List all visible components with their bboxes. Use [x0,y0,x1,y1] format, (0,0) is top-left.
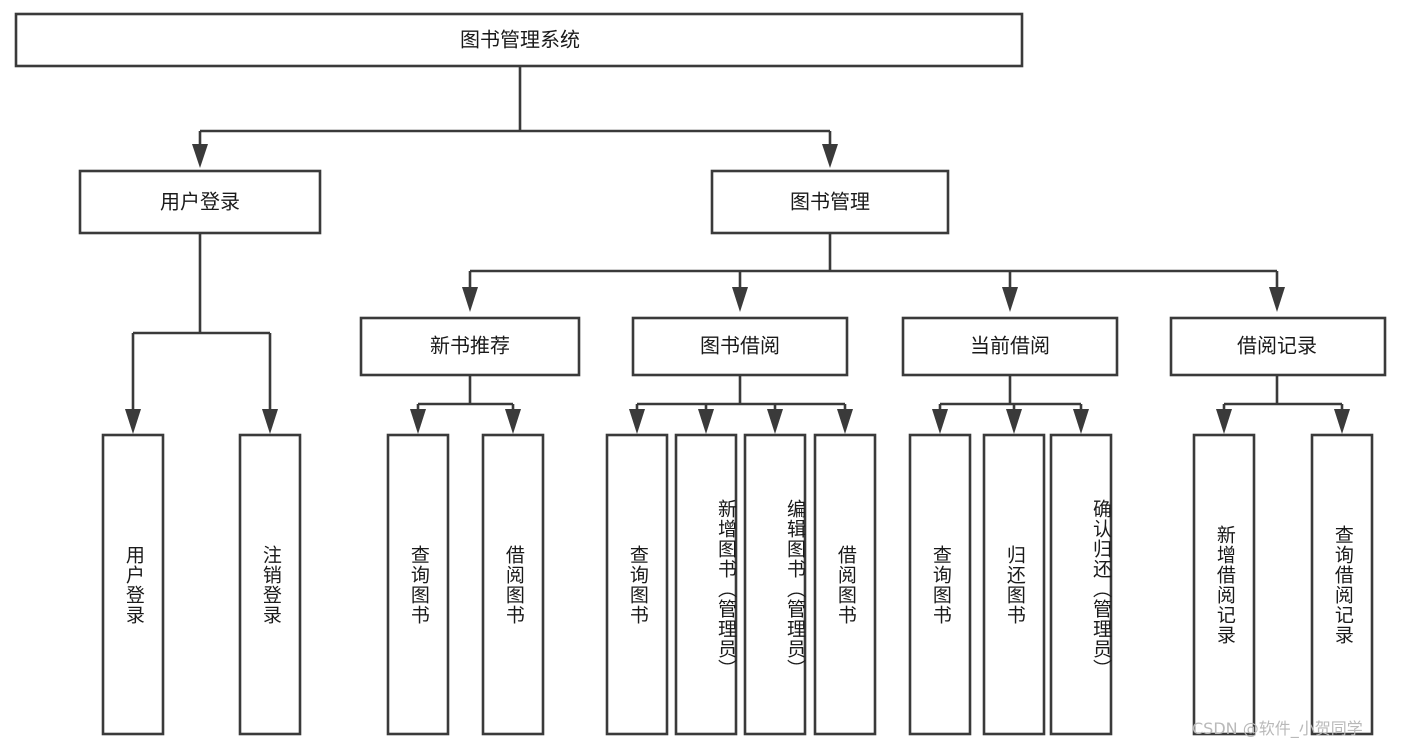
node-box-leaf-query-book-2[interactable] [605,433,669,736]
arrow-to-leaf-confirm-return [1073,409,1089,434]
arrow-to-leaf-query-book-1 [410,409,426,434]
node-box-leaf-query-book-3[interactable] [908,433,972,736]
arrow-to-leaf-query-book-2 [629,409,645,434]
label-root: 图书管理系统 [460,28,580,52]
node-box-leaf-edit-book[interactable] [743,433,807,736]
arrow-to-leaf-query-book-3 [932,409,948,434]
label-book-borrow: 图书借阅 [700,334,780,358]
edges-book-borrow-to-leaves [629,375,853,434]
arrow-to-book-management [822,144,838,168]
arrow-to-leaf-query-record [1334,409,1350,434]
arrow-to-leaf-borrow-book-1 [505,409,521,434]
node-box-book-management[interactable] [710,169,950,235]
node-box-leaf-query-book-1[interactable] [386,433,450,736]
edges-borrow-record-to-leaves [1216,375,1350,434]
label-book-management: 图书管理 [790,190,870,214]
arrow-to-leaf-borrow-book-2 [837,409,853,434]
edges-book-management-to-level3 [462,233,1285,312]
label-borrow-record: 借阅记录 [1237,334,1317,358]
node-box-leaf-query-record[interactable] [1310,433,1374,736]
node-box-new-book-recommend[interactable] [359,316,581,377]
node-box-leaf-borrow-book-1[interactable] [481,433,545,736]
arrow-to-book-borrow [732,287,748,312]
arrow-to-user-login [192,144,208,168]
node-box-user-login[interactable] [78,169,322,235]
arrow-to-leaf-add-record [1216,409,1232,434]
arrow-to-current-borrow [1002,287,1018,312]
node-box-leaf-borrow-book-2[interactable] [813,433,877,736]
arrow-to-leaf-logout [262,409,278,434]
edges-user-login-to-leaves [125,233,278,434]
node-box-current-borrow[interactable] [901,316,1119,377]
arrow-to-borrow-record [1269,287,1285,312]
watermark-text: CSDN @软件_小贺同学 [1192,719,1363,738]
node-box-leaf-add-book[interactable] [674,433,738,736]
node-box-leaf-return-book[interactable] [982,433,1046,736]
edges-current-borrow-to-leaves [932,375,1089,434]
node-box-book-borrow[interactable] [631,316,849,377]
arrow-to-leaf-edit-book [767,409,783,434]
arrow-to-leaf-return-book [1006,409,1022,434]
node-box-leaf-confirm-return[interactable] [1049,433,1113,736]
edges-new-book-recommend-to-leaves [410,375,521,434]
node-box-leaf-user-login[interactable] [101,433,165,736]
arrow-to-leaf-add-book [698,409,714,434]
label-current-borrow: 当前借阅 [970,334,1050,358]
node-box-root[interactable] [14,12,1024,68]
node-box-borrow-record[interactable] [1169,316,1387,377]
arrow-to-new-book-recommend [462,287,478,312]
label-user-login: 用户登录 [160,190,240,214]
node-box-leaf-logout[interactable] [238,433,302,736]
node-box-leaf-add-record[interactable] [1192,433,1256,736]
arrow-to-leaf-user-login [125,409,141,434]
edges-root-to-level2 [192,66,838,168]
label-new-book-recommend: 新书推荐 [430,334,510,358]
